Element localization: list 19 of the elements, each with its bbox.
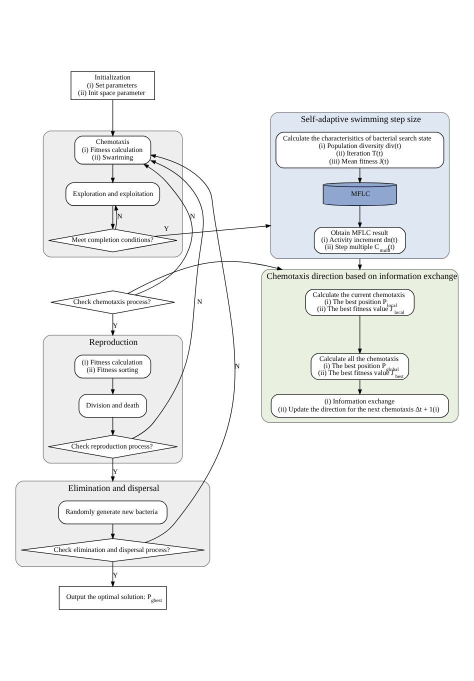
arrow [154,224,272,237]
arrow [110,164,115,184]
arrow [110,100,115,137]
arrow [358,315,362,354]
arrow [110,458,115,482]
arrow [132,160,204,439]
arrow [110,314,115,336]
arrow [134,164,193,296]
arrow [358,205,362,228]
arrow [128,261,283,294]
arrow [110,378,115,396]
arrow [110,417,115,436]
arrow [114,204,118,230]
arrow [110,524,115,540]
arrow [358,168,362,184]
arrow [358,379,362,396]
arrow [144,154,236,543]
arrow [110,205,115,230]
arrow [110,561,115,588]
